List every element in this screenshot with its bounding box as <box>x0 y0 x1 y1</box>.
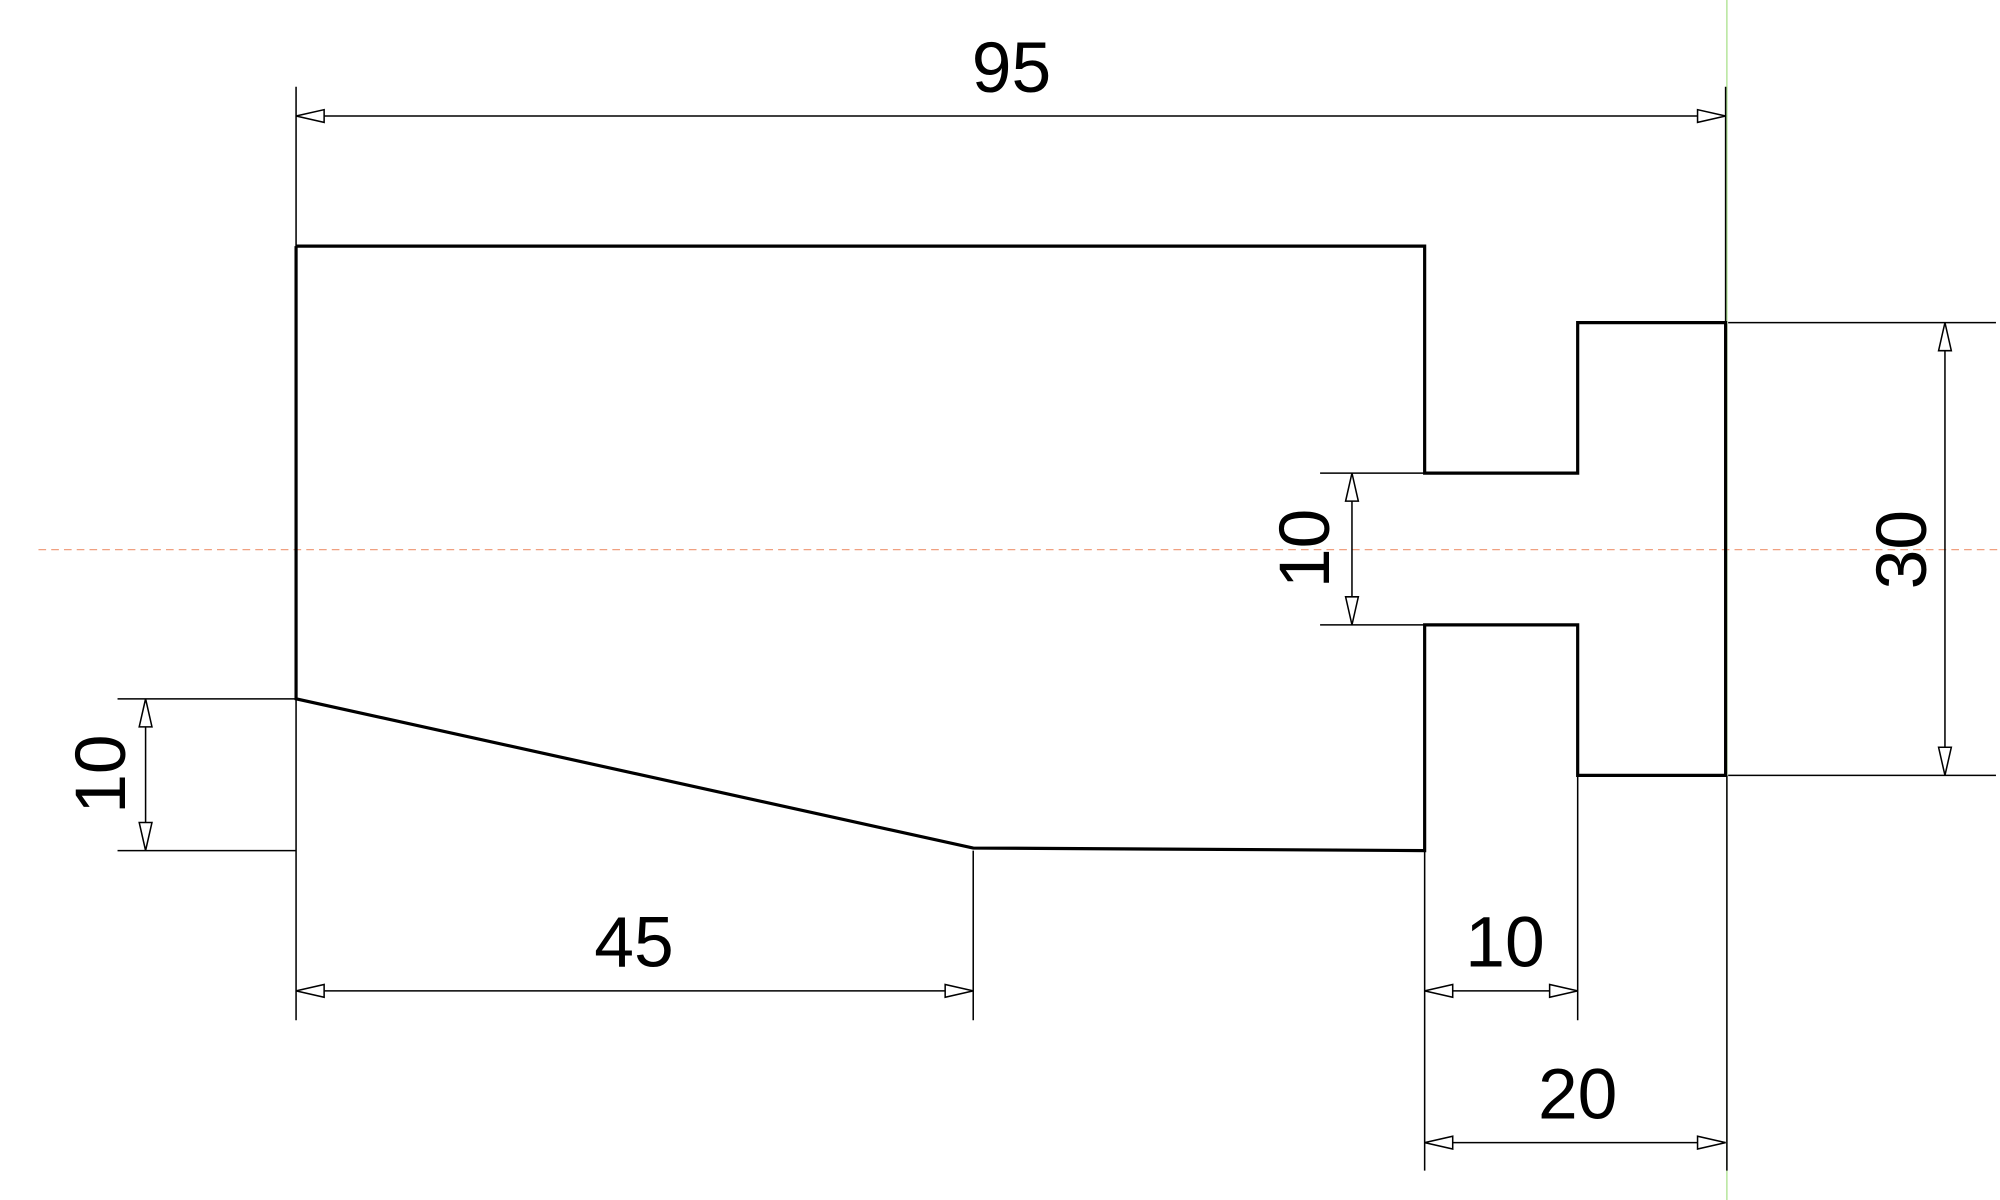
arrowhead <box>1696 108 1726 124</box>
dim-head-length: 20 <box>1538 1054 1617 1134</box>
arrowhead <box>1424 1135 1454 1150</box>
arrowhead <box>1696 1135 1726 1150</box>
arrowhead <box>1937 322 1953 352</box>
dim-head-height: 30 <box>1862 510 1942 589</box>
arrowhead <box>1937 746 1953 776</box>
dim-taper-height: 10 <box>61 734 141 813</box>
arrowhead <box>295 108 325 124</box>
dim-overall-length: 95 <box>972 28 1051 108</box>
arrowhead <box>1344 472 1360 502</box>
arrowhead <box>138 821 153 851</box>
part-outline <box>294 244 1728 853</box>
dim-slot-width: 10 <box>1265 509 1345 588</box>
arrowhead <box>138 698 153 728</box>
dim-neck-length: 10 <box>1465 903 1544 983</box>
arrowhead <box>1548 983 1578 999</box>
arrowhead <box>944 983 974 999</box>
dim-taper-length: 45 <box>594 903 673 983</box>
arrowhead <box>295 983 325 999</box>
arrowhead <box>1424 983 1454 999</box>
dimension-lines <box>117 86 1996 1171</box>
arrowhead <box>1344 596 1360 626</box>
